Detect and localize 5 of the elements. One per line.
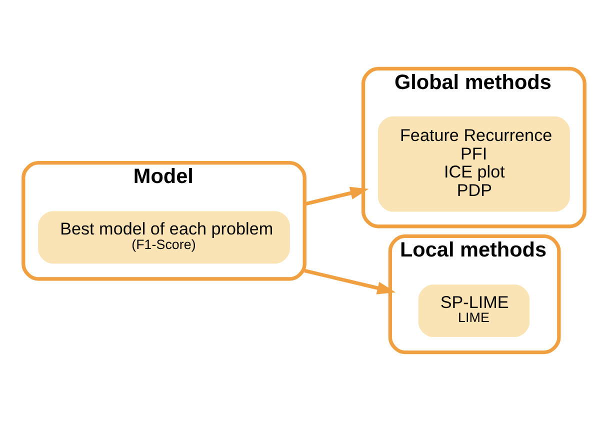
node-box: Feature Recurrence PFI ICE plot PDP [378,116,570,212]
arrow [304,268,396,294]
arrow [304,186,369,206]
node-box: SP-LIME LIME [418,284,530,338]
node-box: Best model of each problem (F1-Score) [38,211,290,264]
